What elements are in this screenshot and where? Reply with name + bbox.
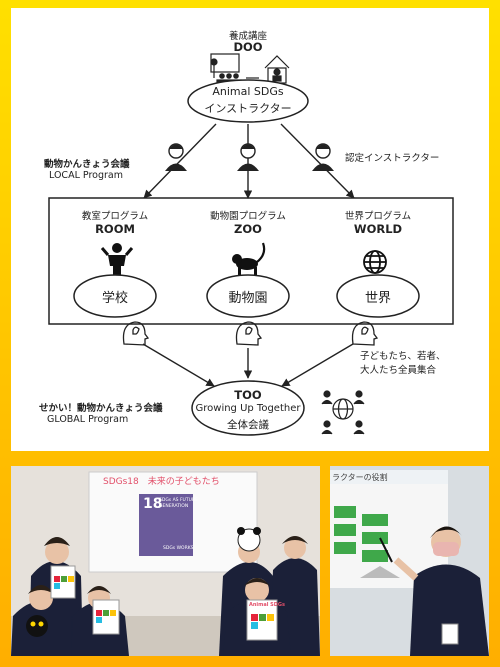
idea-head-icon-right (351, 321, 379, 346)
left-screen-title: SDGs18 未来の子どもたち (103, 477, 220, 487)
too-ellipse (191, 380, 305, 436)
instructor-photo: ラクターの役割 (330, 466, 489, 656)
program-zoo-ellipse: 動物園 (228, 291, 268, 306)
goal-line2: GENERATION (159, 504, 189, 509)
group-photo-scene (11, 466, 320, 656)
program-box (48, 197, 454, 325)
program-world-subtitle: 世界プログラム (344, 211, 412, 222)
idea-head-icon-left (122, 321, 150, 346)
right-screen-title: ラクターの役割 (332, 473, 388, 482)
global-network-icon (321, 390, 365, 435)
instructor-icon-right (312, 143, 334, 171)
instructor-icon-left (165, 143, 187, 171)
global-label: せかい！動物かんきょう会議 (39, 403, 163, 414)
program-room-title: ROOM (95, 222, 135, 236)
local-label: 動物かんきょう会議 (44, 159, 130, 170)
program-world-title: WORLD (353, 222, 403, 236)
goal-footer: SDGs WORKS (163, 546, 194, 551)
home-instructor-icon (264, 55, 290, 84)
diagram-panel: 養成講座 DOO Animal SDGs インストラクター 動物かんきょう会議 … (11, 8, 489, 451)
program-room-subtitle: 教室プログラム (81, 211, 149, 222)
doo-title: DOO (233, 40, 263, 54)
person-icon (100, 243, 134, 276)
too-line2: 全体会議 (227, 419, 269, 431)
certified-instructor-label: 認定インストラクター (345, 153, 440, 164)
too-title: TOO (234, 388, 262, 402)
program-world-ellipse: 世界 (364, 291, 392, 306)
doo-ellipse (187, 79, 309, 123)
local-sub: LOCAL Program (49, 170, 123, 181)
globe-icon (363, 250, 387, 274)
monkey-icon (232, 242, 266, 276)
instructor-photo-scene (330, 466, 489, 656)
too-line1: Growing Up Together (195, 403, 301, 414)
program-room-ellipse: 学校 (101, 291, 129, 306)
program-zoo-title: ZOO (234, 222, 262, 236)
gather-line1: 子どもたち、若者、 (360, 351, 446, 362)
diagram-lines (48, 53, 454, 436)
goal-number: 18 (143, 496, 163, 512)
group-photo: SDGs18 未来の子どもたち 18 SDGs AS FUTURE GENERA… (11, 466, 320, 656)
doo-subtitle: 養成講座 (228, 31, 268, 42)
program-zoo-subtitle: 動物園プログラム (210, 211, 286, 222)
doo-ellipse-line2: インストラクター (204, 102, 292, 115)
goal-line1: SDGs AS FUTURE (159, 498, 198, 503)
doo-ellipse-line1: Animal SDGs (212, 85, 284, 98)
global-sub: GLOBAL Program (47, 414, 129, 425)
idea-head-icon-center (235, 321, 263, 346)
gather-line2: 大人たち全員集合 (360, 365, 437, 376)
book-title: Animal SDGs (249, 602, 286, 608)
classroom-icon (210, 53, 242, 84)
sdg18-goal-card (139, 494, 193, 556)
instructor-icon-center (237, 143, 259, 171)
